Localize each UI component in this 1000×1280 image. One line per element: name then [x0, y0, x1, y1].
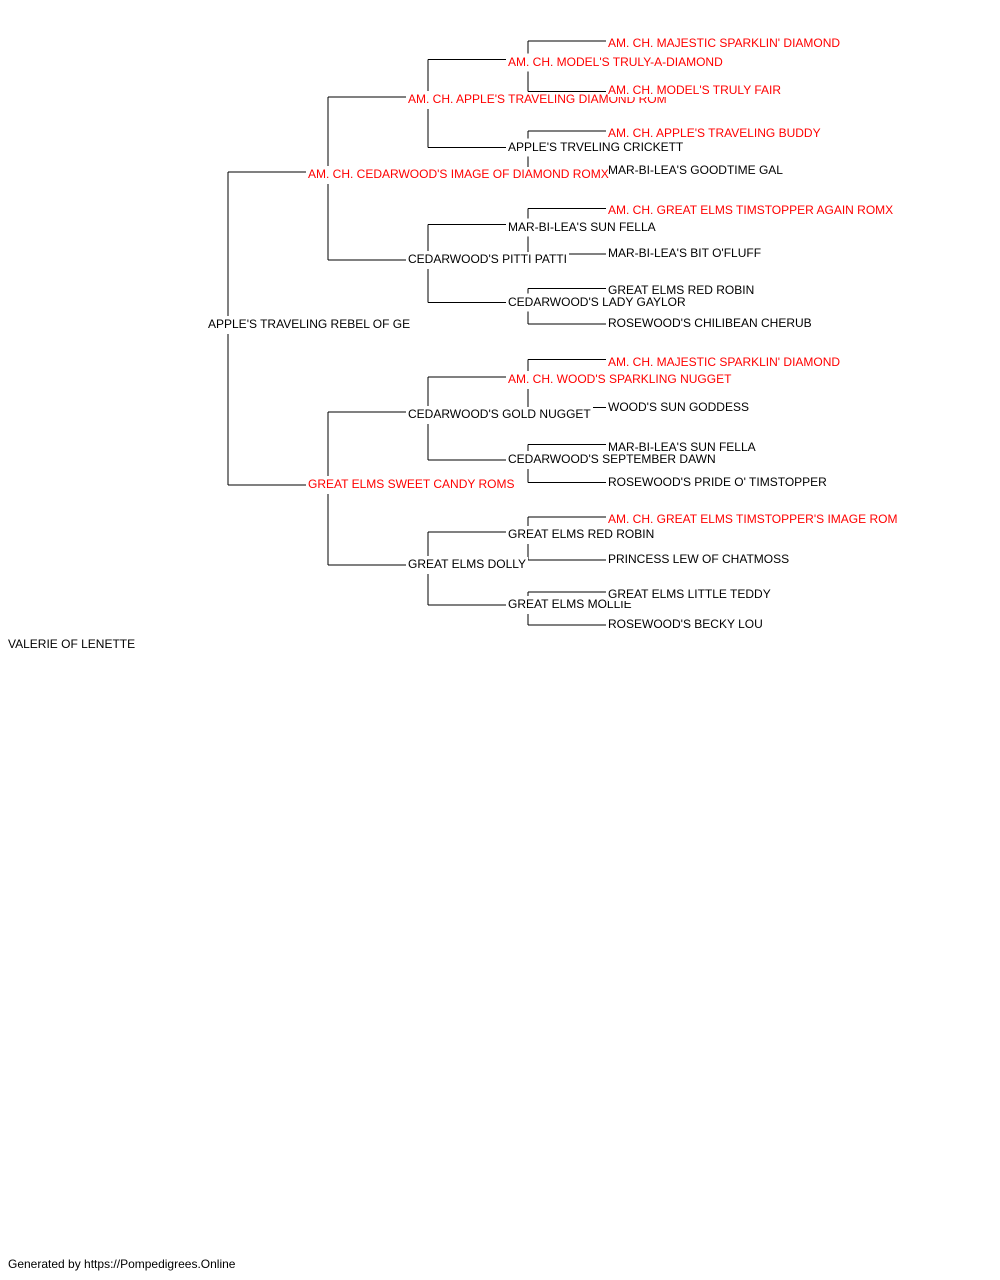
sire-dam-sire-name: MAR-BI-LEA'S SUN FELLA: [508, 219, 658, 234]
dam-sire-sire-dam-name: WOOD'S SUN GODDESS: [608, 399, 751, 414]
dam-name: GREAT ELMS SWEET CANDY ROMS: [308, 477, 517, 491]
dam-dam-dam-sire-name: GREAT ELMS LITTLE TEDDY: [608, 587, 773, 601]
generated-by-footer: Generated by https://Pompedigrees.Online: [8, 1257, 236, 1271]
dam-sire-dam-name: CEDARWOOD'S SEPTEMBER DAWN: [508, 452, 718, 466]
sire-sire-name: AM. CH. APPLE'S TRAVELING DIAMOND ROM: [408, 92, 669, 106]
dam-dam-name: GREAT ELMS DOLLY: [408, 557, 529, 571]
dam-dam-dam-name: GREAT ELMS MOLLIE: [508, 597, 634, 611]
dam-sire-dam-dam-name: ROSEWOOD'S PRIDE O' TIMSTOPPER: [608, 474, 829, 489]
dam-sire-dam-sire-name: MAR-BI-LEA'S SUN FELLA: [608, 439, 758, 454]
sire-sire-sire-sire-name: AM. CH. MAJESTIC SPARKLIN' DIAMOND: [608, 35, 843, 50]
dam-dam-sire-name: GREAT ELMS RED ROBIN: [508, 527, 657, 541]
sire-sire-sire-dam-name: AM. CH. MODEL'S TRULY FAIR: [608, 83, 783, 98]
subject-dog-name: VALERIE OF LENETTE: [8, 637, 138, 651]
dam-sire-sire-name: AM. CH. WOOD'S SPARKLING NUGGET: [508, 372, 734, 386]
sire-dam-dam-dam-name: ROSEWOOD'S CHILIBEAN CHERUB: [608, 315, 814, 330]
sire-dam-sire-dam-name: MAR-BI-LEA'S BIT O'FLUFF: [608, 245, 764, 260]
sire-sire-dam-sire-name: AM. CH. APPLE'S TRAVELING BUDDY: [608, 125, 823, 140]
dam-sire-sire-sire-name: AM. CH. MAJESTIC SPARKLIN' DIAMOND: [608, 354, 843, 369]
sire-dam-dam-sire-name: GREAT ELMS RED ROBIN: [608, 283, 757, 298]
sire-sire-sire-name: AM. CH. MODEL'S TRULY-A-DIAMOND: [508, 54, 725, 69]
dam-dam-sire-sire-name: AM. CH. GREAT ELMS TIMSTOPPER'S IMAGE RO…: [608, 512, 900, 526]
sire-sire-dam-dam-name: MAR-BI-LEA'S GOODTIME GAL: [608, 163, 785, 178]
sire-dam-name: CEDARWOOD'S PITTI PATTI: [408, 252, 569, 266]
sire-name: AM. CH. CEDARWOOD'S IMAGE OF DIAMOND ROM…: [308, 167, 611, 181]
dam-dam-dam-dam-name: ROSEWOOD'S BECKY LOU: [608, 617, 765, 631]
parent-dog-name: APPLE'S TRAVELING REBEL OF GE: [208, 317, 413, 331]
dam-sire-name: CEDARWOOD'S GOLD NUGGET: [408, 407, 593, 421]
sire-dam-sire-sire-name: AM. CH. GREAT ELMS TIMSTOPPER AGAIN ROMX: [608, 203, 896, 218]
sire-sire-dam-name: APPLE'S TRVELING CRICKETT: [508, 139, 686, 154]
sire-dam-dam-name: CEDARWOOD'S LADY GAYLOR: [508, 294, 688, 309]
dam-dam-sire-dam-name: PRINCESS LEW OF CHATMOSS: [608, 552, 792, 566]
